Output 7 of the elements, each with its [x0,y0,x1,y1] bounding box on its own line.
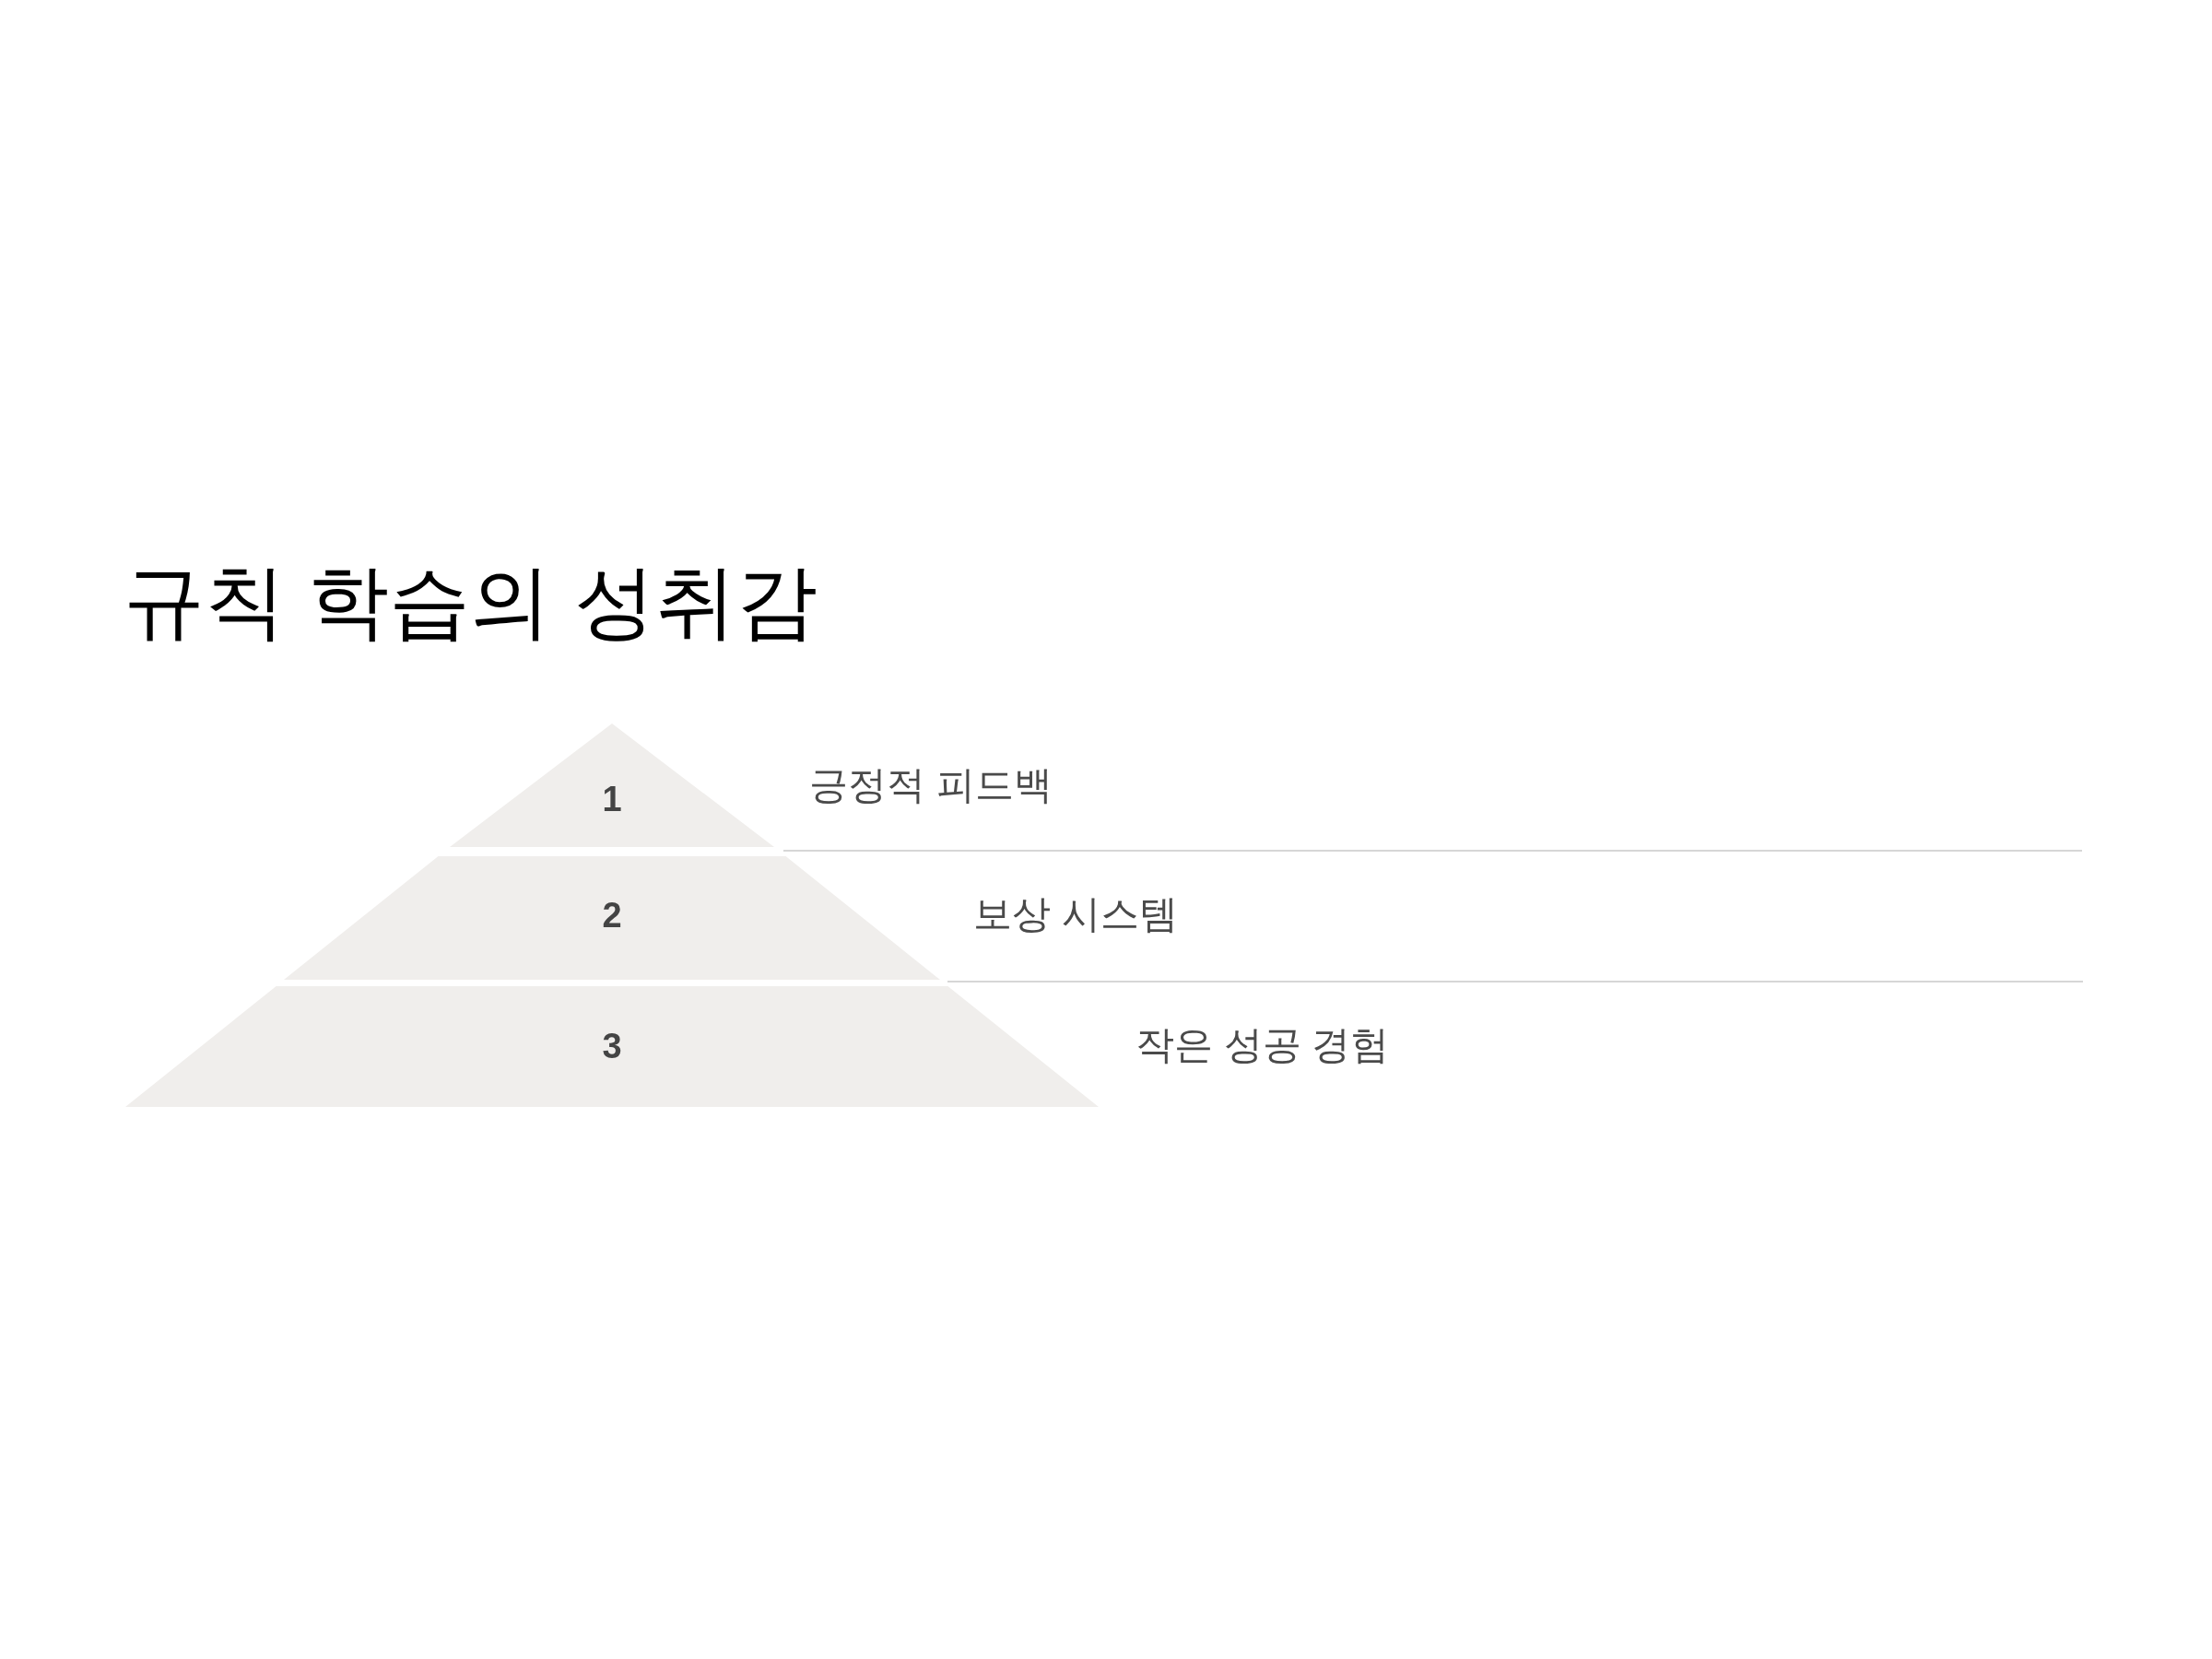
tier-number: 2 [602,898,622,933]
tier-label: 긍정적 피드백 [809,766,1053,805]
tier-number: 3 [602,1029,622,1064]
tier-label: 보상 시스템 [973,895,1178,934]
title: 규칙 학습의 성취감 [124,561,818,642]
tier-label: 작은 성공 경험 [1135,1026,1390,1065]
tier-number: 1 [602,782,622,817]
